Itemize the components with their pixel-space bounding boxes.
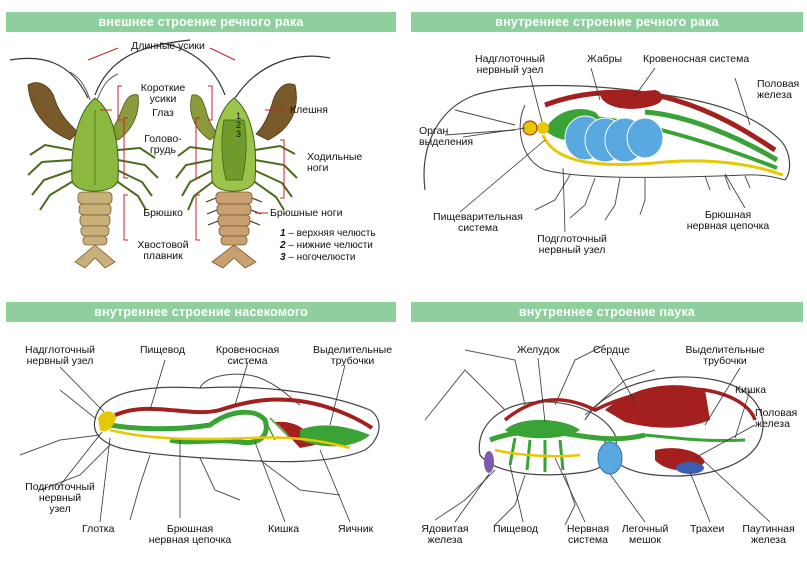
panel-title: внутреннее строение паука (411, 302, 803, 322)
mouthpart-number-2: 2 (236, 120, 242, 130)
label-pharynx: Глотка (82, 523, 115, 535)
label-circulatory-system: Кровеносная система (643, 53, 750, 65)
label-subesophageal-ganglion: Подглоточный нервный узел (537, 233, 607, 256)
label-ventral-nerve-chain: Брюшная нервная цепочка (686, 209, 770, 232)
panel-crayfish-internal: внутреннее строение речного рака (405, 0, 807, 280)
mouthparts-legend: 1 – верхняя челюсть 2 – нижние челюсти 3… (280, 228, 376, 264)
legend-item: 1 – верхняя челюсть (280, 228, 376, 239)
label-sex-gland: Половая железа (755, 407, 798, 430)
crayfish-ventral (175, 83, 298, 269)
label-supraesophageal-ganglion: Надглоточный нервный узел (475, 53, 545, 76)
label-intestine: Кишка (735, 384, 767, 396)
label-tail-fin: Хвостовой плавник (137, 239, 189, 262)
panel-title: внутреннее строение насекомого (6, 302, 396, 322)
label-esophagus: Пищевод (140, 344, 185, 356)
label-gills: Жабры (587, 53, 623, 65)
label-esophagus: Пищевод (493, 523, 538, 535)
label-walking-legs: Ходильные ноги (307, 151, 363, 174)
label-excretory-tubules: Выделительные трубочки (312, 344, 393, 367)
legend-item: 2 – нижние челюсти (280, 240, 373, 251)
label-cephalothorax: Голово- грудь (144, 133, 182, 156)
label-venom-gland: Ядовитая железа (421, 523, 469, 546)
label-excretory-organ: Орган выделения (419, 125, 474, 148)
label-tracheae: Трахеи (690, 523, 725, 535)
label-book-lung: Легочный мешок (621, 523, 669, 546)
label-stomach: Желудок (517, 344, 560, 356)
label-nervous-system: Нервная система (566, 523, 610, 546)
label-ventral-nerve-chain: Брюшная нервная цепочка (148, 523, 232, 546)
panel-title: внутреннее строение речного рака (411, 12, 803, 32)
label-digestive-system: Пищеварительная система (433, 211, 523, 234)
legend-item: 3 – ногочелюсти (280, 252, 356, 263)
label-supraesophageal-ganglion: Надглоточный нервный узел (25, 344, 95, 367)
mouthpart-number-3: 3 (236, 129, 242, 139)
label-eye: Глаз (152, 107, 174, 119)
crayfish-dorsal (27, 82, 159, 269)
label-circulatory-system: Кровеносная система (215, 344, 280, 367)
label-claw: Клешня (290, 104, 328, 116)
label-heart: Сердце (593, 344, 630, 356)
insect-internal-illustration (19, 359, 380, 523)
label-abdominal-legs: Брюшные ноги (270, 207, 343, 219)
label-subesophageal-ganglion: Подглоточный нервный узел (25, 481, 95, 515)
label-long-antennae: Длинные усики (131, 40, 205, 52)
mouthpart-number-1: 1 (236, 111, 242, 121)
label-abdomen: Брюшко (143, 207, 183, 219)
label-silk-gland: Паутинная железа (742, 523, 795, 546)
label-ovary: Яичник (338, 523, 374, 535)
panel-crayfish-external: внешнее строение речного рака (0, 0, 400, 280)
panel-title: внешнее строение речного рака (6, 12, 396, 32)
panel-spider-internal: внутреннее строение паука (405, 290, 807, 563)
crayfish-internal-illustration (423, 67, 791, 233)
label-intestine: Кишка (268, 523, 300, 535)
spider-internal-illustration (424, 344, 771, 526)
label-sex-gland: Половая железа (757, 78, 800, 101)
crayfish-external-illustration (9, 39, 331, 269)
gills-shape (564, 115, 664, 163)
mouthpart-numbers: 1 2 3 (236, 112, 241, 139)
label-short-antennae: Короткие усики (140, 82, 186, 105)
panel-insect-internal: внутреннее строение насекомого (0, 290, 400, 563)
label-excretory-tubules: Выделительные трубочки (685, 344, 765, 367)
